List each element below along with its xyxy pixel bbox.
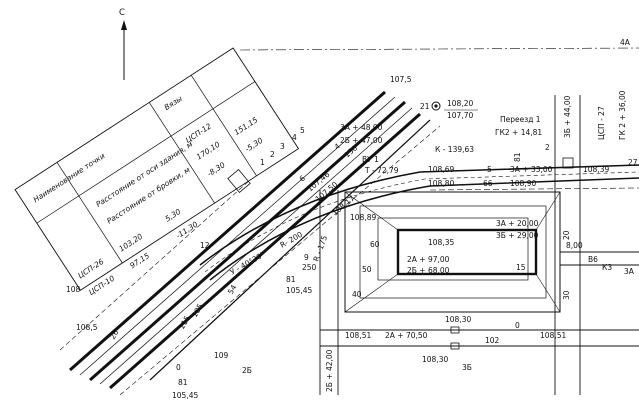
dimension-label: 105,45 bbox=[286, 286, 312, 295]
elevation-label: 108,30 bbox=[445, 315, 471, 324]
building bbox=[344, 191, 561, 313]
railway-tracks bbox=[59, 90, 639, 396]
picket-label: 2А + 70,50 bbox=[385, 331, 428, 340]
north-label: С bbox=[119, 8, 125, 18]
picket-label: 2Б + 47,00 bbox=[340, 136, 383, 145]
elevation-label: 108,90 bbox=[510, 179, 536, 188]
manhole-marker bbox=[450, 326, 460, 334]
table-cell-b: -5,30 bbox=[243, 136, 264, 154]
dimension-label: 81 bbox=[513, 152, 522, 162]
control-point-icon bbox=[431, 101, 441, 111]
table-header-name: Наименование точки bbox=[32, 151, 107, 204]
dimension-label: 0 bbox=[515, 321, 520, 330]
elevation-label: 108 bbox=[66, 285, 81, 294]
track-number: 4 bbox=[292, 133, 297, 142]
dimension-label: 12 bbox=[200, 241, 210, 250]
elevation-label: 108,69 bbox=[428, 165, 454, 174]
switch-label: ВУ 1 bbox=[362, 155, 379, 164]
table-row-name: ЦСП-10 bbox=[87, 274, 116, 297]
dimension-label: 250 bbox=[302, 263, 317, 272]
table-cell-a: 170,10 bbox=[195, 140, 222, 162]
elevation-label: 108,80 bbox=[428, 179, 454, 188]
dimension-label: 20 bbox=[562, 230, 571, 240]
axis-label: 3А bbox=[624, 267, 635, 276]
axis-label: 2Б bbox=[242, 366, 252, 375]
dimension-label: 81 bbox=[178, 378, 188, 387]
dimension-label: 5 bbox=[487, 165, 492, 174]
elevation-label: 108,35 bbox=[428, 238, 454, 247]
road-label: К3 bbox=[602, 263, 612, 272]
picket-label: 2А + 97,00 bbox=[407, 255, 450, 264]
table-cell-a: 97,15 bbox=[128, 251, 151, 270]
dimension-label: 26 bbox=[108, 328, 121, 341]
elevation-label: 108,20 bbox=[447, 99, 473, 108]
point-number: 21 bbox=[420, 102, 430, 111]
dimension-label: 9 bbox=[304, 253, 309, 262]
dimension-label: 50 bbox=[362, 265, 372, 274]
track-number: 3 bbox=[280, 142, 285, 151]
elevation-label: 107,70 bbox=[447, 111, 473, 120]
crossing-label: Переезд 1 bbox=[500, 115, 541, 124]
manhole-marker bbox=[450, 342, 460, 350]
elevation-label: 108,30 bbox=[422, 355, 448, 364]
coordinates-table: Наименование точки Расстояние от оси зда… bbox=[14, 47, 300, 297]
dimension-label: 2 bbox=[545, 143, 550, 152]
table-row-name: Вязы bbox=[163, 94, 184, 112]
dimension-label: 0 bbox=[176, 363, 181, 372]
radius-label: R - 175 bbox=[311, 234, 329, 263]
dimension-label: 27 bbox=[628, 158, 638, 167]
dimension-label: 6 bbox=[298, 173, 308, 183]
dimension-label: 105,45 bbox=[172, 391, 198, 400]
dimension-label: 40 bbox=[352, 290, 362, 299]
dimension-label: 81 bbox=[286, 275, 296, 284]
table-cell-a: 103,20 bbox=[117, 232, 144, 254]
picket-label: 3А + 33,00 bbox=[510, 165, 553, 174]
table-cell-a: 151,15 bbox=[232, 115, 259, 137]
table-cell-b: 5,30 bbox=[163, 207, 182, 224]
curve-label: Т - 72,79 bbox=[364, 166, 399, 175]
dimension-label: 4 bbox=[333, 141, 343, 151]
elevation-label: 108,39 bbox=[583, 165, 609, 174]
dimension-label: 66 bbox=[483, 179, 493, 188]
elevation-label: 108,51 bbox=[345, 331, 371, 340]
picket-label: ГК 2 + 36,00 bbox=[618, 90, 627, 140]
picket-label: 3Б + 44,00 bbox=[563, 95, 572, 138]
track-number: 5 bbox=[300, 126, 305, 135]
dimension-label: 15 bbox=[516, 263, 526, 272]
roads bbox=[319, 95, 639, 395]
axis-line-4a bbox=[239, 47, 639, 51]
picket-label: ГК2 + 14,81 bbox=[495, 128, 542, 137]
table-cell-b: -8,30 bbox=[206, 160, 227, 178]
dimension-label: 8,00 bbox=[566, 241, 583, 250]
picket-label: 3А + 20,00 bbox=[496, 219, 539, 228]
track-number: 2 bbox=[270, 150, 275, 159]
elevation-label: 107,5 bbox=[390, 75, 412, 84]
elevation-label: 108,89 bbox=[350, 213, 376, 222]
dimension-label: 109 bbox=[214, 351, 229, 360]
dimension-label: 60 bbox=[370, 240, 380, 249]
axis-label-4a: 4А bbox=[620, 38, 631, 47]
axis-label: 3Б bbox=[462, 363, 472, 372]
picket-label: 2Б + 68,00 bbox=[407, 266, 450, 275]
crossing-marker bbox=[562, 157, 574, 169]
dimension-label: 54 bbox=[226, 283, 239, 296]
picket-label: ЦСП - 27 bbox=[597, 106, 606, 140]
dimension-label: 30 bbox=[562, 290, 571, 300]
track-number: 1 bbox=[260, 158, 265, 167]
curve-label: К - 139,63 bbox=[435, 145, 474, 154]
picket-label: 2Б + 42,00 bbox=[325, 349, 334, 392]
elevation-label: 108,51 bbox=[540, 331, 566, 340]
picket-label: 3Б + 29,00 bbox=[496, 231, 539, 240]
table-cell-b: -11,30 bbox=[174, 220, 199, 241]
north-arrow-icon bbox=[121, 20, 127, 80]
road-label: В6 bbox=[588, 255, 598, 264]
dimension-label: 102 bbox=[485, 336, 500, 345]
picket-label: 3А + 48,00 bbox=[340, 123, 383, 132]
elevation-label: 108,5 bbox=[76, 323, 98, 332]
